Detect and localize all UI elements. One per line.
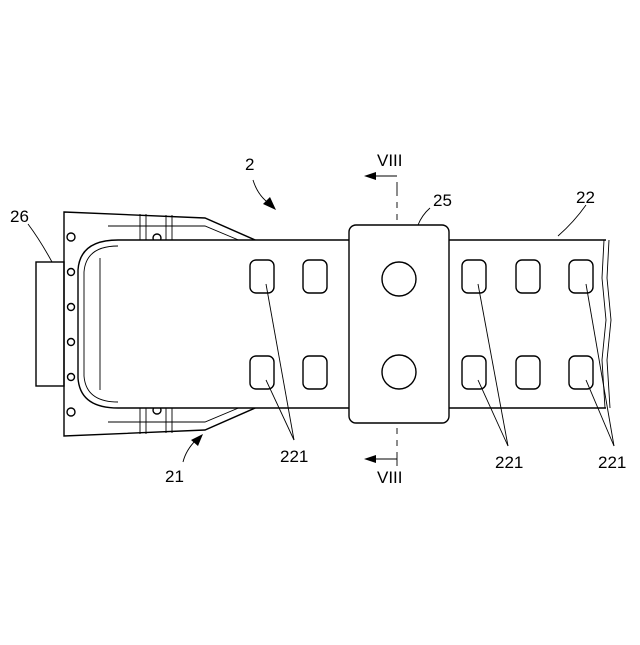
label-26: 26 bbox=[10, 207, 29, 226]
label-221-middle: 221 bbox=[495, 453, 523, 472]
label-section-top: VIII bbox=[377, 151, 403, 170]
label-section-bottom: VIII bbox=[377, 468, 403, 487]
end-cap-26 bbox=[36, 262, 64, 386]
slider-25 bbox=[349, 225, 449, 423]
label-2: 2 bbox=[245, 155, 254, 174]
break-line-2 bbox=[607, 240, 611, 408]
label-221-left: 221 bbox=[280, 447, 308, 466]
belt-22 bbox=[78, 240, 606, 408]
label-22: 22 bbox=[576, 188, 595, 207]
label-25: 25 bbox=[433, 191, 452, 210]
label-21: 21 bbox=[165, 467, 184, 486]
label-221-right: 221 bbox=[598, 453, 626, 472]
